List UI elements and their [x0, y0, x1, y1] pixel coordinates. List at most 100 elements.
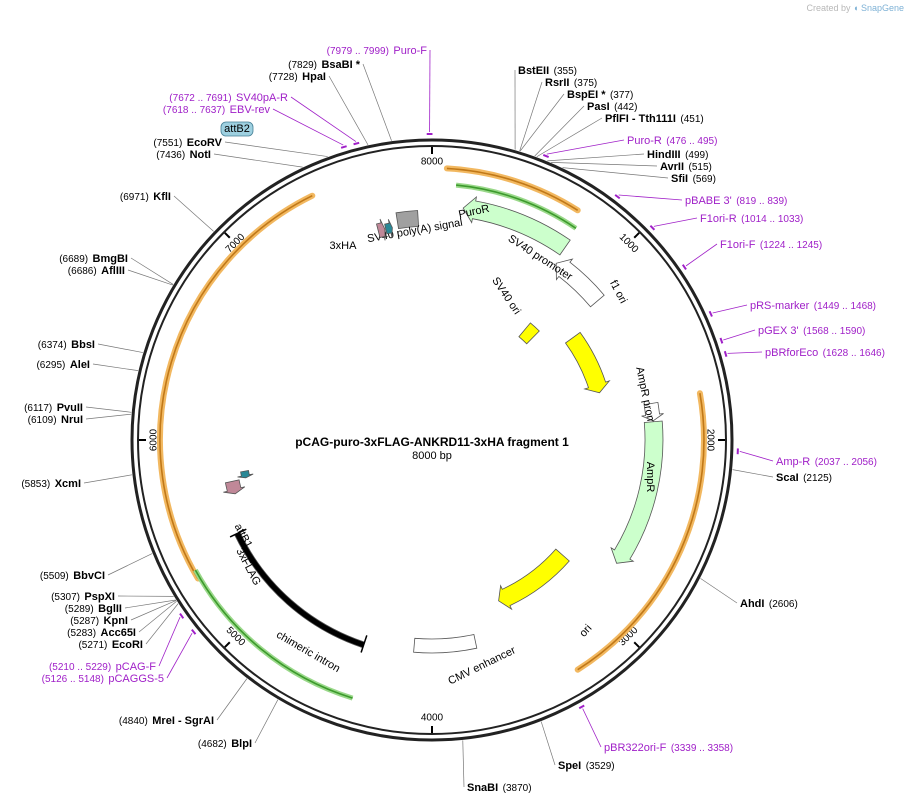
site-label-ecori: (5271) EcoRI: [78, 635, 143, 652]
primer-puro-r[interactable]: Puro-R (476 .. 495): [542, 131, 717, 159]
site-bsabi[interactable]: (7829) BsaBI *: [288, 55, 361, 72]
feature-3xflag[interactable]: [223, 479, 246, 495]
site-snabi[interactable]: SnaBI (3870): [467, 778, 532, 795]
site-mrei-sgrai[interactable]: (4840) MreI - SgrAI: [119, 711, 214, 728]
primer-pcag-f[interactable]: (5210 .. 5229) pCAG-F: [49, 613, 185, 674]
snapgene-credit: Created by ◖ SnapGene: [806, 3, 904, 13]
site-xcmi[interactable]: (5853) XcmI: [21, 474, 81, 491]
site-leader-kpni: [130, 600, 177, 621]
site-hindiii[interactable]: HindIII (499): [647, 145, 708, 162]
site-leader-pasi: [534, 105, 585, 157]
site-kpni[interactable]: (5287) KpnI: [70, 611, 128, 628]
site-bbvci[interactable]: (5509) BbvCI: [40, 566, 105, 583]
site-pspxi[interactable]: (5307) PspXI: [51, 587, 115, 604]
primer-label-f1ori-r: F1ori-R (1014 .. 1033): [700, 209, 803, 226]
site-label-pvuii: (6117) PvuII: [24, 398, 83, 415]
site-leader-sfii: [562, 167, 669, 179]
site-nrui[interactable]: (6109) NruI: [28, 410, 83, 427]
site-position-noti: (7436): [156, 150, 185, 161]
site-pasi[interactable]: PasI (442): [587, 97, 637, 114]
feature-ori[interactable]: [498, 548, 570, 611]
primer-mark-pbabe-3: [614, 194, 621, 200]
feature-chimeric-intron[interactable]: [234, 531, 366, 649]
feature-label-ampr: AmpR: [644, 462, 656, 493]
site-alei[interactable]: (6295) AleI: [36, 355, 90, 372]
feature-sv40-poly-a-signal[interactable]: [395, 210, 420, 230]
attb2-badge[interactable]: attB2: [220, 121, 254, 137]
feature-f1-ori[interactable]: [564, 331, 611, 394]
site-leader-blpi: [254, 699, 279, 744]
site-kfli[interactable]: (6971) KflI: [120, 187, 171, 204]
site-name-scai: ScaI: [776, 472, 799, 484]
primer-label-pbrforeco: pBRforEco (1628 .. 1646): [765, 343, 885, 360]
primer-leader-f1ori-r: [653, 217, 698, 227]
site-afliii[interactable]: (6686) AflIII: [68, 261, 125, 278]
primer-prs-marker[interactable]: pRS-marker (1449 .. 1468): [708, 296, 876, 317]
site-sfii[interactable]: SfiI (569): [671, 169, 716, 186]
site-name-bbvci: BbvCI: [73, 570, 105, 582]
site-bspei[interactable]: BspEI * (377): [567, 85, 633, 102]
primer-amp-r[interactable]: Amp-R (2037 .. 2056): [736, 448, 877, 469]
feature-3xha[interactable]: [376, 218, 386, 241]
primer-range-prs-marker: (1449 .. 1468): [814, 301, 876, 312]
site-name-alei: AleI: [70, 359, 90, 371]
feature-label-3xha: 3xHA: [330, 240, 358, 252]
site-bmgbi[interactable]: (6689) BmgBI: [59, 249, 128, 266]
site-bsteii[interactable]: BstEII (355): [518, 61, 577, 78]
site-label-sfii: SfiI (569): [671, 169, 716, 186]
primer-pcaggs-5[interactable]: (5126 .. 5148) pCAGGS-5: [42, 629, 197, 686]
primer-pbr322ori-f[interactable]: pBR322ori-F (3339 .. 3358): [578, 704, 733, 755]
primer-ebv-rev[interactable]: (7618 .. 7637) EBV-rev: [163, 100, 347, 149]
primer-pbrforeco[interactable]: pBRforEco (1628 .. 1646): [723, 343, 885, 360]
site-rsrii[interactable]: RsrII (375): [545, 73, 597, 90]
site-pvuii[interactable]: (6117) PvuII: [24, 398, 83, 415]
site-avrii[interactable]: AvrII (515): [660, 157, 712, 174]
site-label-nrui: (6109) NruI: [28, 410, 83, 427]
site-position-sfii: (569): [693, 174, 716, 185]
site-ahdi[interactable]: AhdI (2606): [740, 594, 798, 611]
site-bglii[interactable]: (5289) BglII: [65, 599, 122, 616]
site-position-bmgbi: (6689): [59, 254, 88, 265]
site-name-pspxi: PspXI: [84, 591, 115, 603]
primer-label-prs-marker: pRS-marker (1449 .. 1468): [750, 296, 876, 313]
feature-ampr[interactable]: [610, 420, 664, 564]
site-hpai[interactable]: (7728) HpaI: [269, 67, 326, 84]
site-bbsi[interactable]: (6374) BbsI: [38, 335, 95, 352]
site-labels: BstEII (355)RsrII (375)BspEI * (377)PasI…: [21, 55, 832, 795]
feature-attb1[interactable]: [237, 470, 254, 479]
scale-tick-7000: [224, 232, 231, 239]
primer-leader-pbabe-3: [618, 194, 683, 201]
feature-attb2[interactable]: [384, 219, 393, 237]
site-acc65i[interactable]: (5283) Acc65I: [67, 623, 136, 640]
feature-sv40-ori[interactable]: [518, 322, 540, 345]
primer-leader-pcaggs-5: [166, 632, 193, 679]
primer-f1ori-f[interactable]: F1ori-F (1224 .. 1245): [681, 235, 822, 270]
primer-pbabe-3[interactable]: pBABE 3' (819 .. 839): [614, 191, 787, 208]
feature-cmv-enhancer[interactable]: [413, 634, 478, 654]
primer-name-pcag-f: pCAG-F: [116, 661, 157, 673]
primer-pgex-3[interactable]: pGEX 3' (1568 .. 1590): [719, 321, 865, 344]
site-scai[interactable]: ScaI (2125): [776, 468, 832, 485]
site-ecori[interactable]: (5271) EcoRI: [78, 635, 143, 652]
site-pflfi-tth111i[interactable]: PflFI - Tth111I (451): [605, 109, 704, 126]
site-position-ahdi: (2606): [769, 599, 798, 610]
site-leader-scai: [732, 469, 774, 478]
site-spei[interactable]: SpeI (3529): [558, 756, 615, 773]
primer-puro-f[interactable]: (7979 .. 7999) Puro-F: [327, 41, 433, 136]
primer-range-pgex-3: (1568 .. 1590): [803, 326, 865, 337]
site-leader-mrei-sgrai: [216, 678, 248, 721]
primer-label-f1ori-f: F1ori-F (1224 .. 1245): [720, 235, 822, 252]
feature-sv40-promoter[interactable]: [555, 258, 605, 308]
primer-f1ori-r[interactable]: F1ori-R (1014 .. 1033): [649, 209, 803, 231]
site-position-kfli: (6971): [120, 192, 149, 203]
site-blpi[interactable]: (4682) BlpI: [198, 734, 252, 751]
site-noti[interactable]: (7436) NotI: [156, 145, 211, 162]
scale-tick-label-2000: 2000: [704, 429, 715, 452]
feature-ampr-promoter[interactable]: [641, 401, 664, 422]
primer-sv40pa-r[interactable]: (7672 .. 7691) SV40pA-R: [169, 88, 360, 146]
primer-label-amp-r: Amp-R (2037 .. 2056): [776, 452, 877, 469]
site-label-hindiii: HindIII (499): [647, 145, 708, 162]
site-label-afliii: (6686) AflIII: [68, 261, 125, 278]
feature-puror[interactable]: [462, 195, 571, 256]
site-ecorv[interactable]: (7551) EcoRV: [153, 133, 222, 150]
